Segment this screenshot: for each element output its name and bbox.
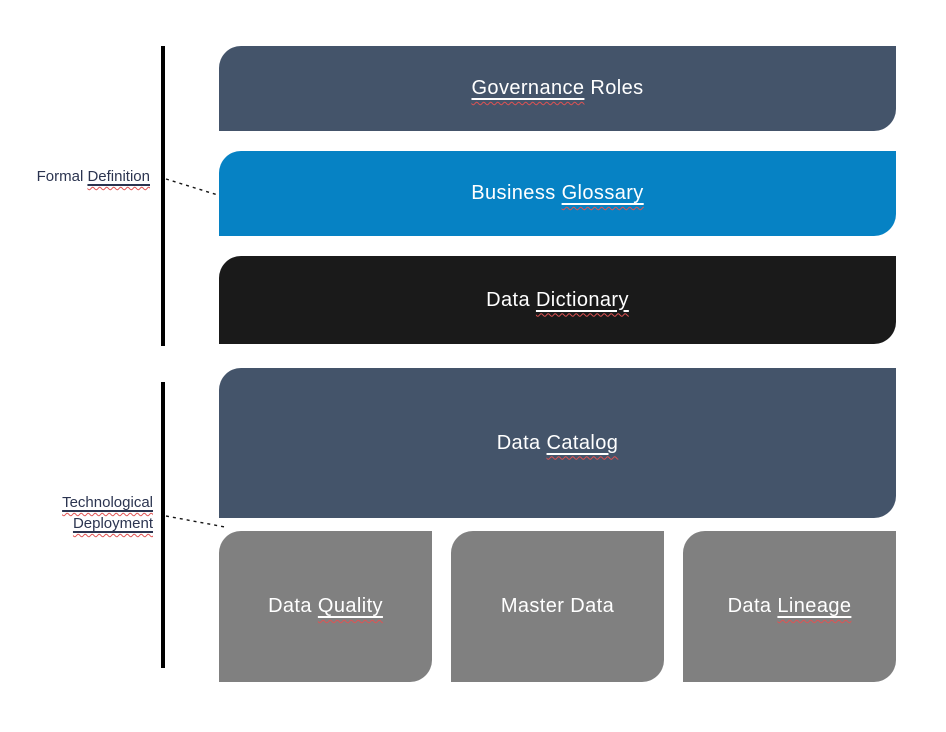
bracket-line-technological [161,382,165,668]
connector-technological-deployment [165,515,226,528]
box-label: Business Glossary [471,182,644,204]
box-label: Data Dictionary [486,288,629,311]
box-master-data: Master Data [451,531,664,682]
box-label: Governance Roles [471,77,644,99]
box-data-dictionary: Data Dictionary [219,256,896,344]
box-label: Data Lineage [727,595,852,617]
label-line: Deployment [72,515,153,532]
bracket-line-formal [161,46,165,346]
label-formal-definition: Formal Definition [37,166,150,187]
label-technological-deployment: Technological Deployment [62,492,153,534]
box-label: Data Quality [268,595,383,617]
box-label: Master Data [500,595,615,617]
box-governance-roles: Governance Roles [219,46,896,131]
label-line: Formal Definition [36,168,150,185]
box-data-lineage: Data Lineage [683,531,896,682]
box-label: Data Catalog [496,431,619,454]
connector-formal-definition [165,178,222,197]
box-data-quality: Data Quality [219,531,432,682]
box-data-catalog: Data Catalog [219,368,896,518]
box-business-glossary: Business Glossary [219,151,896,236]
label-line: Technological [62,494,153,511]
